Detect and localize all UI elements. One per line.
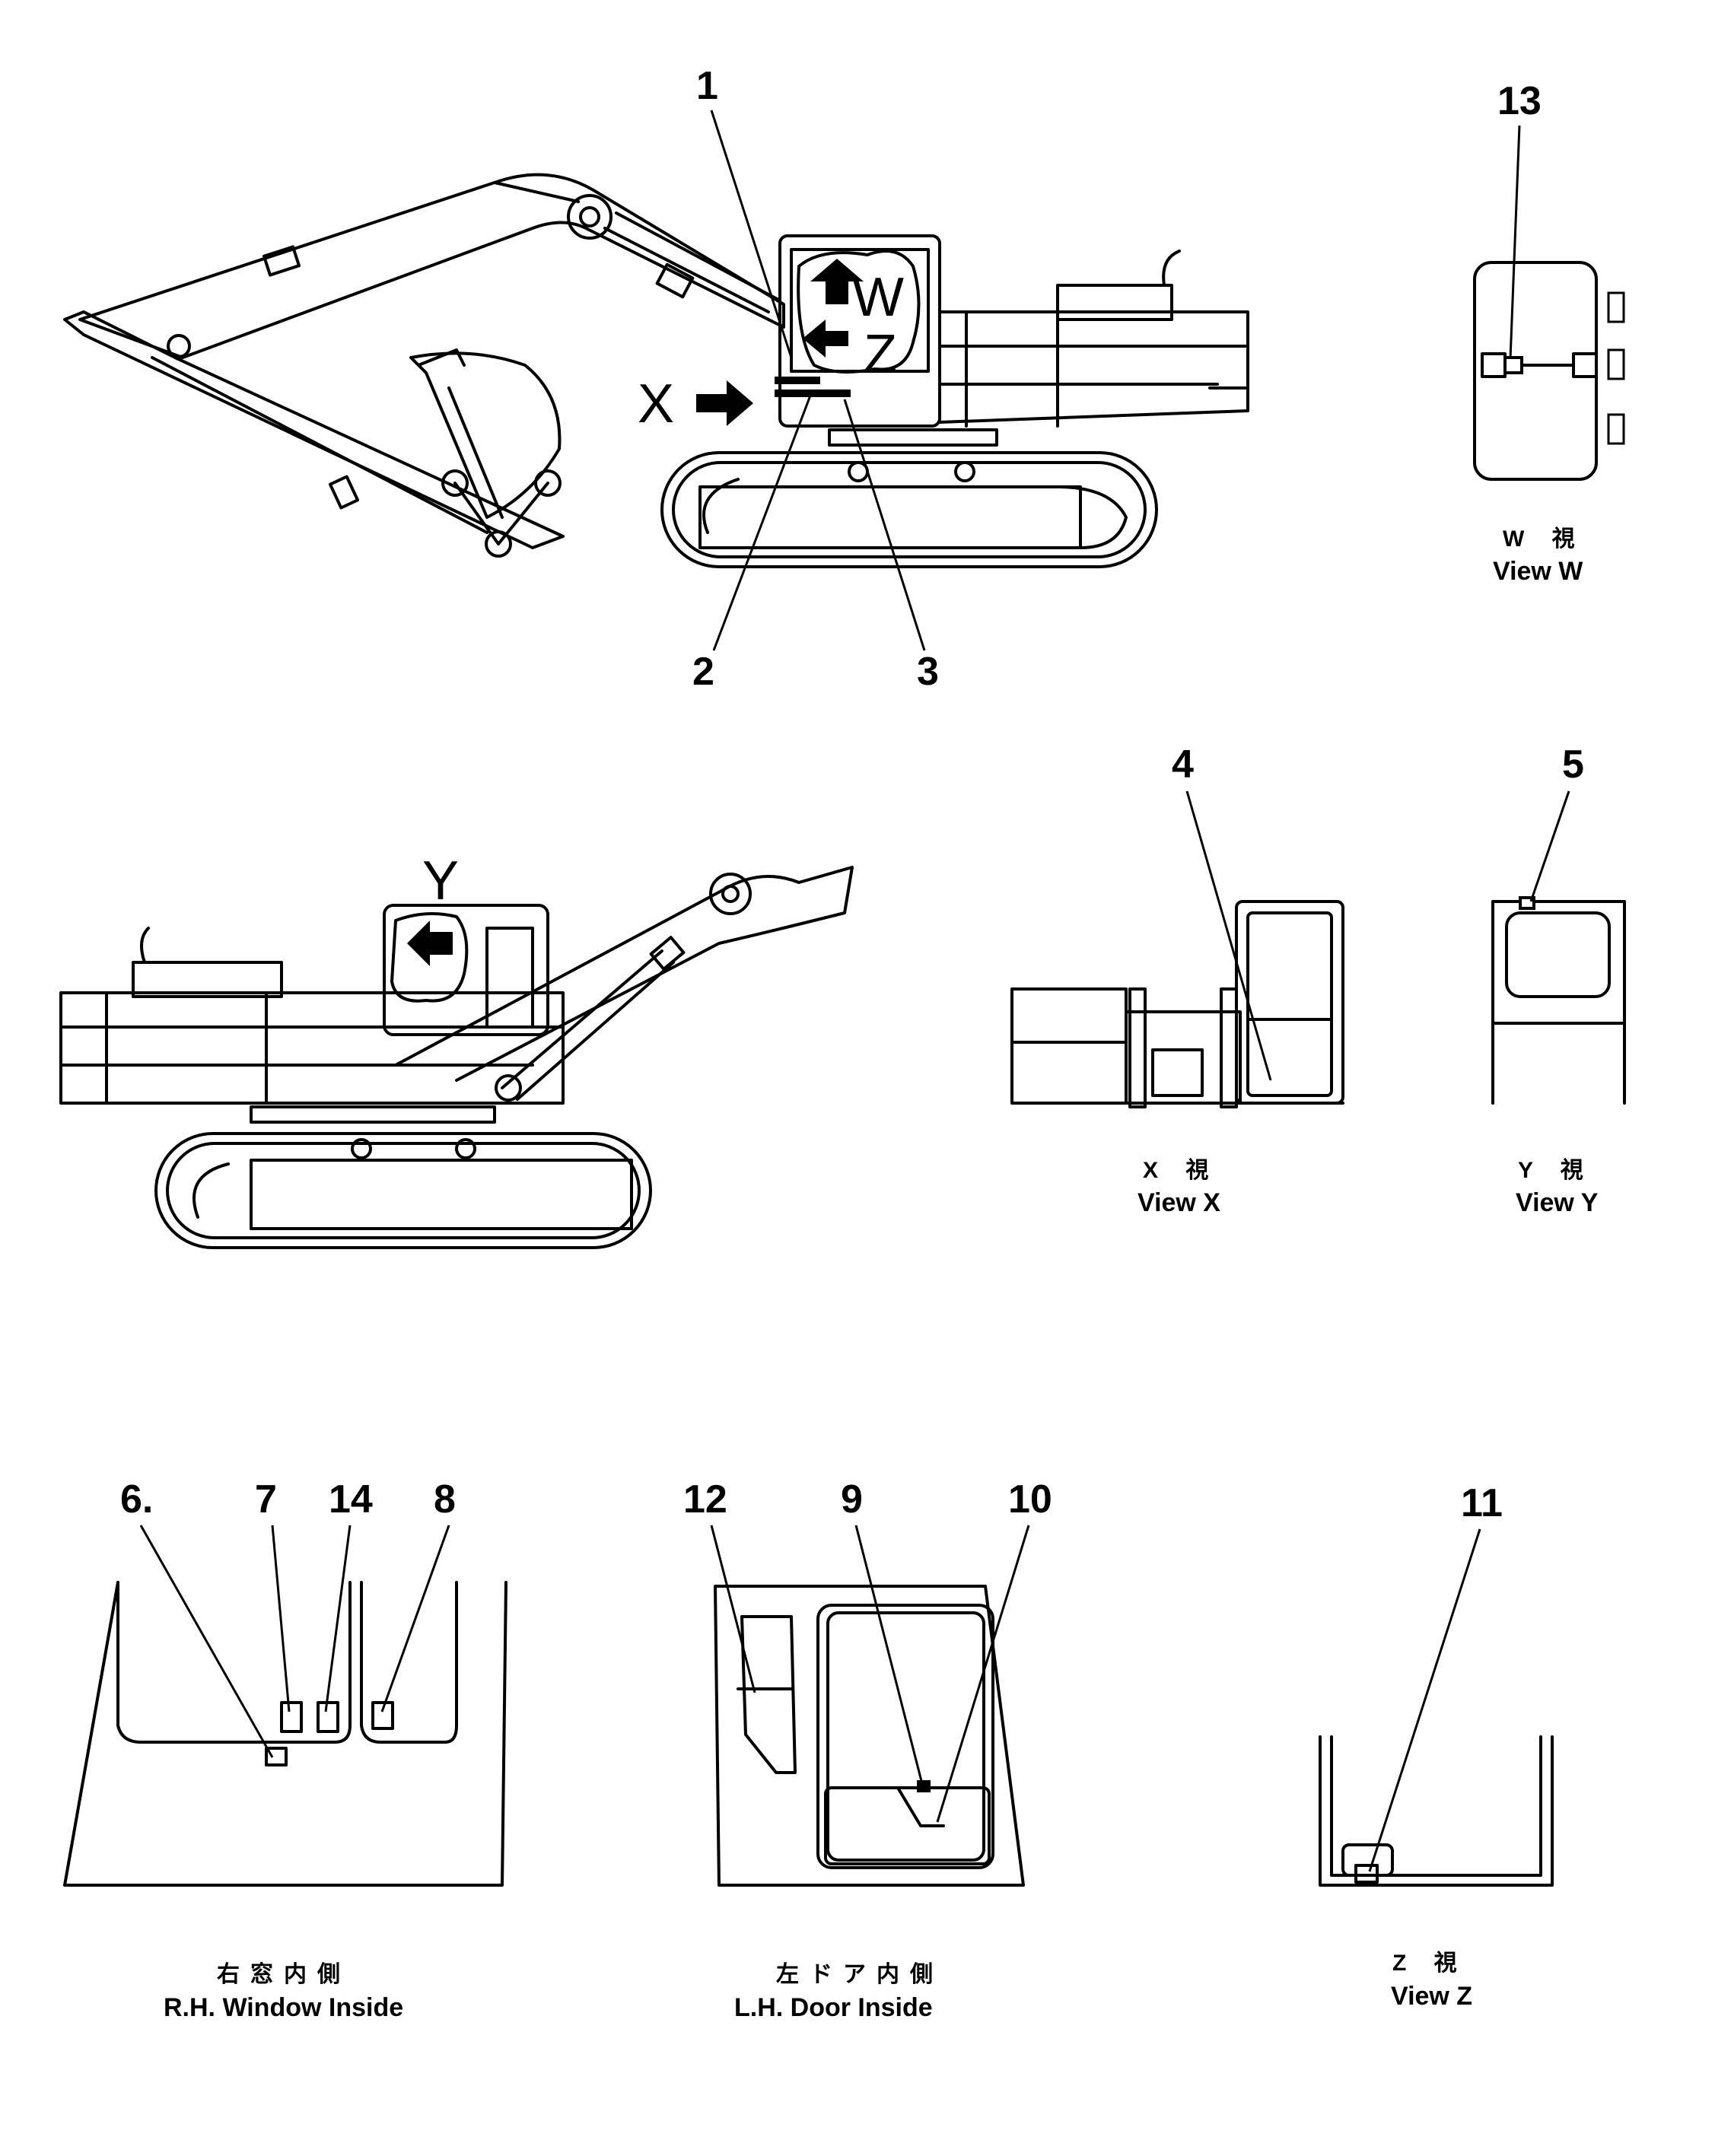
callout-10: 10 (1008, 1477, 1052, 1522)
rh-window-inside-panel (63, 1581, 508, 1887)
view-letter-z: Z (864, 324, 897, 385)
caption-view-z-jp: Z 視 (1392, 1951, 1468, 1976)
callout-11: 11 (1461, 1481, 1503, 1525)
callout-2: 2 (692, 650, 714, 694)
callout-1: 1 (696, 64, 718, 108)
caption-view-y-jp: Y 視 (1518, 1158, 1594, 1183)
arrow-left-y (407, 921, 453, 966)
view-x-panel (1010, 900, 1344, 1108)
view-letter-x: X (638, 374, 674, 434)
caption-view-w-en: View W (1493, 557, 1583, 586)
view-w-panel (1473, 261, 1625, 481)
callout-13: 13 (1497, 79, 1542, 123)
caption-view-x-jp: X 視 (1143, 1158, 1219, 1183)
excavator-side-view-right (59, 866, 854, 1249)
caption-view-z-en: View Z (1391, 1982, 1472, 2011)
callout-4: 4 (1172, 743, 1194, 787)
cab-view-indicators: W Z (775, 250, 921, 397)
view-z-panel (1319, 1735, 1554, 1887)
arrow-right-x (696, 380, 753, 426)
arrow-left-z (803, 320, 848, 358)
caption-view-w-jp: W 視 (1503, 526, 1586, 552)
excavator-side-view-left (63, 173, 1249, 568)
caption-lh-door-en: L.H. Door Inside (734, 1993, 933, 2022)
caption-view-x-en: View X (1138, 1188, 1220, 1217)
callout-3: 3 (917, 650, 939, 694)
caption-rh-window-jp: 右窓内側 (217, 1961, 351, 1987)
callout-7: 7 (255, 1477, 277, 1522)
caption-view-y-en: View Y (1516, 1188, 1599, 1217)
callout-12: 12 (683, 1477, 727, 1522)
caption-lh-door-jp: 左ドア内側 (776, 1962, 943, 1987)
view-letter-w: W (852, 267, 904, 328)
callout-9: 9 (841, 1477, 863, 1522)
callout-6: 6. (120, 1477, 153, 1522)
callout-8: 8 (434, 1477, 456, 1522)
callout-5: 5 (1562, 743, 1584, 787)
view-y-panel (1491, 896, 1626, 1105)
arrow-up-w (810, 259, 864, 304)
callout-14: 14 (329, 1477, 373, 1522)
caption-rh-window-en: R.H. Window Inside (164, 1993, 403, 2022)
view-x-indicator: X (638, 374, 753, 434)
lh-door-inside-panel (714, 1585, 1025, 1887)
view-letter-y: Y (422, 851, 459, 911)
